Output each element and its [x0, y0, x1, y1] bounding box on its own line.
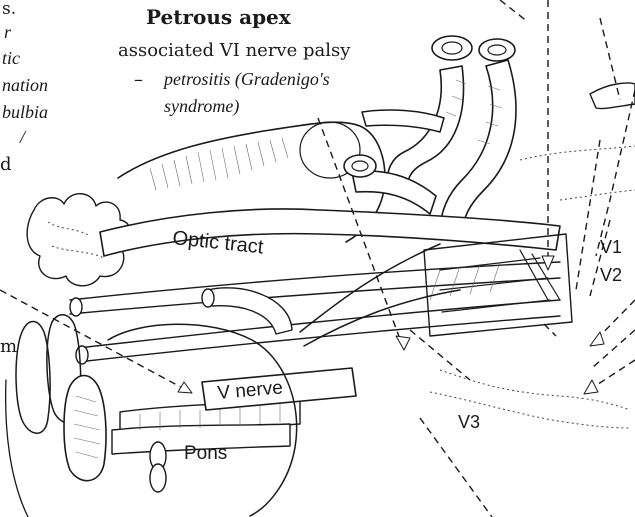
left-fragment-8: m	[0, 336, 17, 357]
v3-label: V3	[458, 412, 480, 432]
left-fragment-1: s.	[2, 0, 16, 19]
left-fragment-2: r	[4, 22, 12, 42]
left-fragment-5: bulbia	[2, 102, 48, 122]
brainstem-lobules	[6, 315, 106, 517]
pons-label: Pons	[184, 443, 227, 464]
v-nerve: V nerve	[202, 368, 356, 410]
caption-line-3: syndrome)	[164, 96, 239, 117]
carotid-artery	[344, 36, 516, 236]
caption-line-2-dash: –	[134, 69, 143, 90]
caption-line-2: petrositis (Gradenigo's	[162, 69, 330, 90]
caption-title: Petrous apex	[146, 5, 292, 29]
left-fragment-6: /	[19, 127, 27, 147]
optic-tract-band: Optic tract	[100, 209, 560, 259]
left-fragment-4: nation	[2, 75, 48, 95]
caption: Petrous apex associated VI nerve palsy –…	[118, 5, 351, 117]
nerve-bundles	[70, 262, 560, 454]
v2-label: V2	[600, 265, 622, 285]
caption-line-1: associated VI nerve palsy	[118, 40, 351, 61]
left-fragment-7: d	[0, 154, 12, 175]
left-fragment-3: tic	[2, 48, 20, 68]
